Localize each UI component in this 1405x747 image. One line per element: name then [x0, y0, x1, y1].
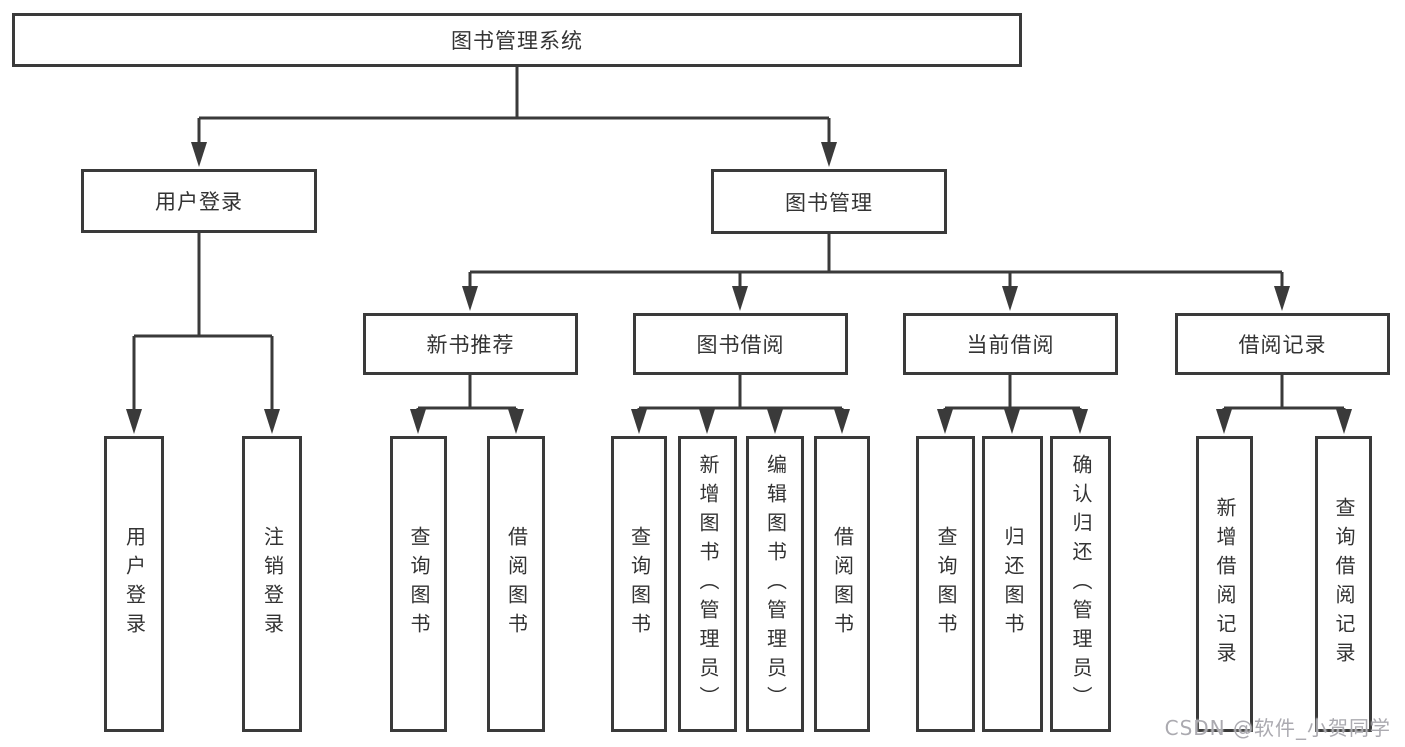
node-new-book-recommend: 新书推荐: [363, 313, 578, 375]
node-label: 图书借阅: [696, 333, 785, 357]
leaf-label: 查询图书: [407, 526, 431, 642]
leaf-label: 注销登录: [260, 526, 285, 642]
leaf-label: 新增借阅记录: [1213, 497, 1237, 671]
leaf-label: 查询借阅记录: [1332, 497, 1356, 671]
leaf-record-add-record: 新增借阅记录: [1196, 436, 1253, 732]
leaf-current-query-books: 查询图书: [916, 436, 975, 732]
leaf-logout: 注销登录: [242, 436, 302, 732]
leaf-current-return-books: 归还图书: [982, 436, 1043, 732]
node-label: 用户登录: [155, 190, 243, 214]
node-library-management-system: 图书管理系统: [12, 13, 1022, 67]
leaf-newrec-borrow-books: 借阅图书: [487, 436, 545, 732]
node-current-borrow: 当前借阅: [903, 313, 1118, 375]
node-label: 借阅记录: [1238, 333, 1327, 357]
leaf-label: 编辑图书（管理员）: [763, 453, 788, 715]
leaf-borrow-edit-books-admin: 编辑图书（管理员）: [746, 436, 804, 732]
leaf-label: 借阅图书: [504, 526, 529, 642]
leaf-borrow-add-books-admin: 新增图书（管理员）: [678, 436, 737, 732]
leaf-label: 查询图书: [934, 526, 958, 642]
leaf-record-query-record: 查询借阅记录: [1315, 436, 1372, 732]
node-user-login: 用户登录: [81, 169, 317, 233]
watermark: CSDN @软件_小贺同学: [1164, 716, 1391, 740]
leaf-current-confirm-return-admin: 确认归还（管理员）: [1050, 436, 1111, 732]
leaf-borrow-query-books: 查询图书: [611, 436, 667, 732]
node-label: 当前借阅: [966, 333, 1055, 357]
node-borrow-records: 借阅记录: [1175, 313, 1390, 375]
leaf-label: 借阅图书: [830, 526, 855, 642]
leaf-label: 确认归还（管理员）: [1069, 453, 1093, 715]
leaf-label: 归还图书: [1001, 526, 1025, 642]
node-label: 图书管理系统: [451, 29, 583, 53]
leaf-label: 用户登录: [122, 526, 147, 642]
node-book-borrow: 图书借阅: [633, 313, 848, 375]
node-book-management: 图书管理: [711, 169, 947, 234]
leaf-label: 新增图书（管理员）: [696, 453, 720, 715]
node-label: 图书管理: [785, 190, 873, 215]
leaf-user-login: 用户登录: [104, 436, 164, 732]
leaf-borrow-borrow-books: 借阅图书: [814, 436, 870, 732]
leaf-label: 查询图书: [627, 526, 652, 642]
node-label: 新书推荐: [426, 333, 515, 357]
leaf-newrec-query-books: 查询图书: [390, 436, 447, 732]
